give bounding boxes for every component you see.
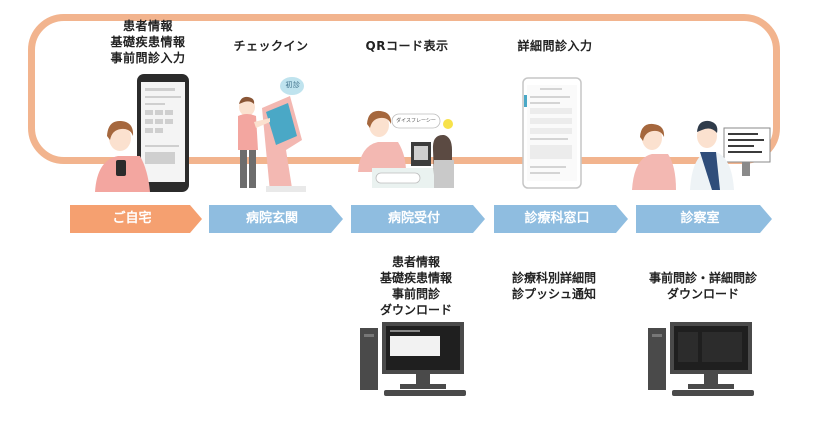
department-push-label: 診療科別詳細問 診プッシュ通知 bbox=[511, 271, 596, 301]
home-step-label: 患者情報 基礎疾患情報 事前問診入力 bbox=[110, 19, 186, 65]
step-department-window: 診療科窓口 bbox=[494, 205, 628, 233]
reception-download-label: 患者情報 基礎疾患情報 事前問診 ダウンロード bbox=[379, 255, 452, 317]
step-home: ご自宅 bbox=[70, 205, 202, 233]
reception-bubble-text: ダイスフレーシー bbox=[396, 118, 436, 124]
desktop-pc-icon bbox=[648, 322, 754, 396]
step-reception: 病院受付 bbox=[351, 205, 485, 233]
kiosk-bubble-text: 初診 bbox=[285, 81, 301, 89]
qr-step-label: QRコード表示 bbox=[365, 39, 449, 53]
step-exam-room: 診察室 bbox=[636, 205, 772, 233]
detail-step-label: 詳細問診入力 bbox=[517, 39, 593, 53]
step-entrance: 病院玄関 bbox=[209, 205, 343, 233]
desktop-pc-icon bbox=[360, 322, 466, 396]
exam-download-label: 事前問診・詳細問診 ダウンロード bbox=[648, 271, 757, 301]
checkin-step-label: チェックイン bbox=[233, 39, 309, 53]
